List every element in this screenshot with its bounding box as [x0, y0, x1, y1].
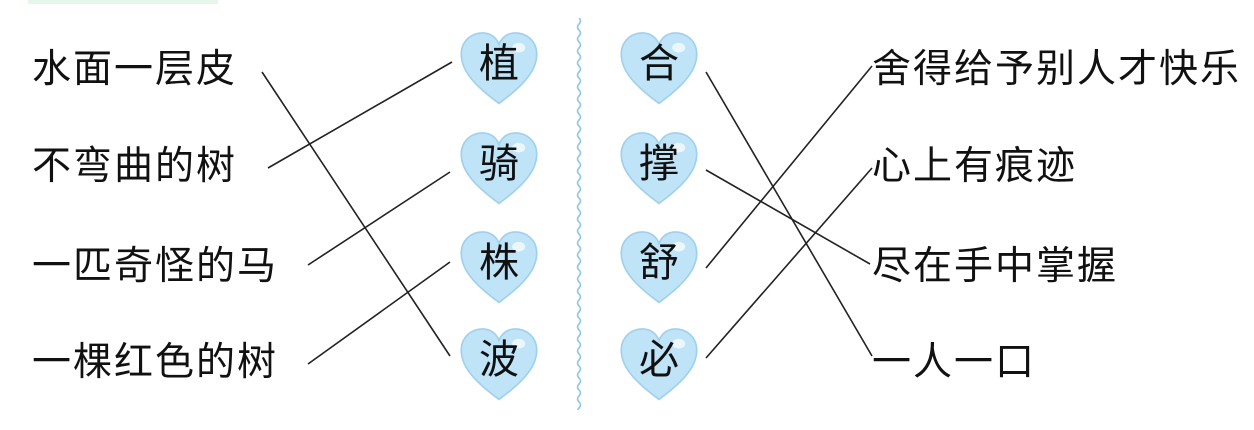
heart-right-4: 必 — [616, 324, 702, 406]
heart-left-4: 波 — [456, 324, 542, 406]
heart-char: 骑 — [479, 141, 519, 187]
right-riddle-1: 舍得给予别人才快乐 — [872, 47, 1242, 92]
heart-char: 舒 — [639, 240, 679, 286]
heart-char: 植 — [479, 41, 519, 87]
heart-icon — [460, 32, 538, 105]
heart-left-3: 株 — [456, 227, 542, 309]
match-line — [705, 167, 873, 359]
heart-right-2: 撑 — [616, 128, 702, 210]
right-riddle-2: 心上有痕迹 — [872, 144, 1078, 189]
heart-char: 合 — [639, 41, 679, 87]
heart-char: 波 — [479, 337, 519, 383]
match-line — [307, 261, 451, 365]
heart-char: 必 — [639, 337, 679, 383]
heart-icon — [460, 132, 538, 205]
heart-icon — [460, 231, 538, 304]
match-line — [261, 71, 451, 357]
heart-right-3: 舒 — [616, 227, 702, 309]
top-decoration-strip — [28, 0, 218, 4]
left-riddle-1: 水面一层皮 — [32, 47, 238, 92]
match-line — [705, 65, 873, 269]
heart-icon — [620, 32, 698, 105]
match-line — [307, 171, 451, 266]
heart-icon — [620, 231, 698, 304]
match-line — [705, 169, 871, 265]
heart-icon — [620, 328, 698, 401]
match-line — [705, 71, 873, 357]
right-riddle-3: 尽在手中掌握 — [872, 244, 1119, 289]
heart-char: 株 — [479, 240, 519, 286]
left-riddle-4: 一棵红色的树 — [32, 340, 279, 385]
heart-left-2: 骑 — [456, 128, 542, 210]
heart-right-1: 合 — [616, 28, 702, 110]
center-divider — [576, 18, 582, 410]
left-riddle-3: 一匹奇怪的马 — [32, 244, 279, 289]
left-riddle-2: 不弯曲的树 — [32, 144, 238, 189]
heart-left-1: 植 — [456, 28, 542, 110]
right-riddle-4: 一人一口 — [872, 340, 1037, 385]
heart-char: 撑 — [639, 141, 679, 187]
heart-icon — [460, 328, 538, 401]
heart-icon — [620, 132, 698, 205]
match-line — [267, 61, 453, 169]
